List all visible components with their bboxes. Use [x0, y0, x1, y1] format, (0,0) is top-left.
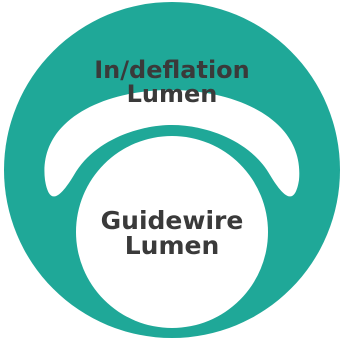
- inflation-lumen-label: In/deflation Lumen: [72, 58, 272, 106]
- inflation-lumen-label-line2: Lumen: [126, 80, 218, 108]
- inflation-lumen: [44, 90, 300, 197]
- inflation-lumen-label-line1: In/deflation: [94, 56, 250, 84]
- guidewire-lumen: [76, 136, 268, 328]
- guidewire-lumen-label-line1: Guidewire: [100, 206, 244, 235]
- guidewire-lumen-label: Guidewire Lumen: [92, 208, 252, 258]
- guidewire-lumen-label-line2: Lumen: [124, 231, 220, 260]
